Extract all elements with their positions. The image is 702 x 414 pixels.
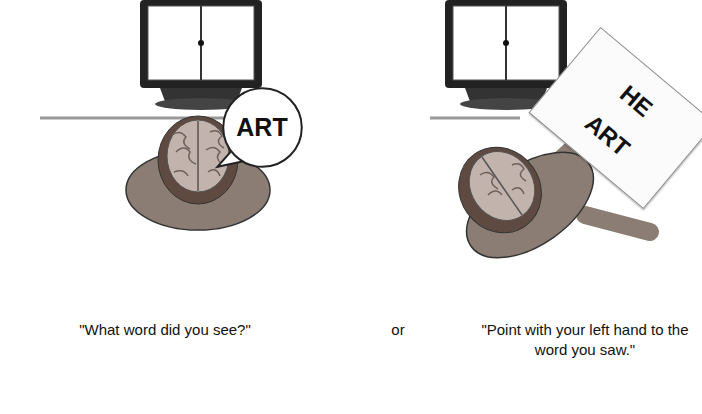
speech-bubble: ART xyxy=(221,86,304,169)
caption: "Point with your left hand to the word y… xyxy=(474,320,696,360)
caption: "What word did you see?" xyxy=(20,320,310,340)
desk-edge xyxy=(430,117,520,120)
word-text: HE xyxy=(615,79,659,122)
word-text: ART xyxy=(580,109,636,162)
word-text: ART xyxy=(236,113,287,141)
caption: or xyxy=(378,320,418,340)
